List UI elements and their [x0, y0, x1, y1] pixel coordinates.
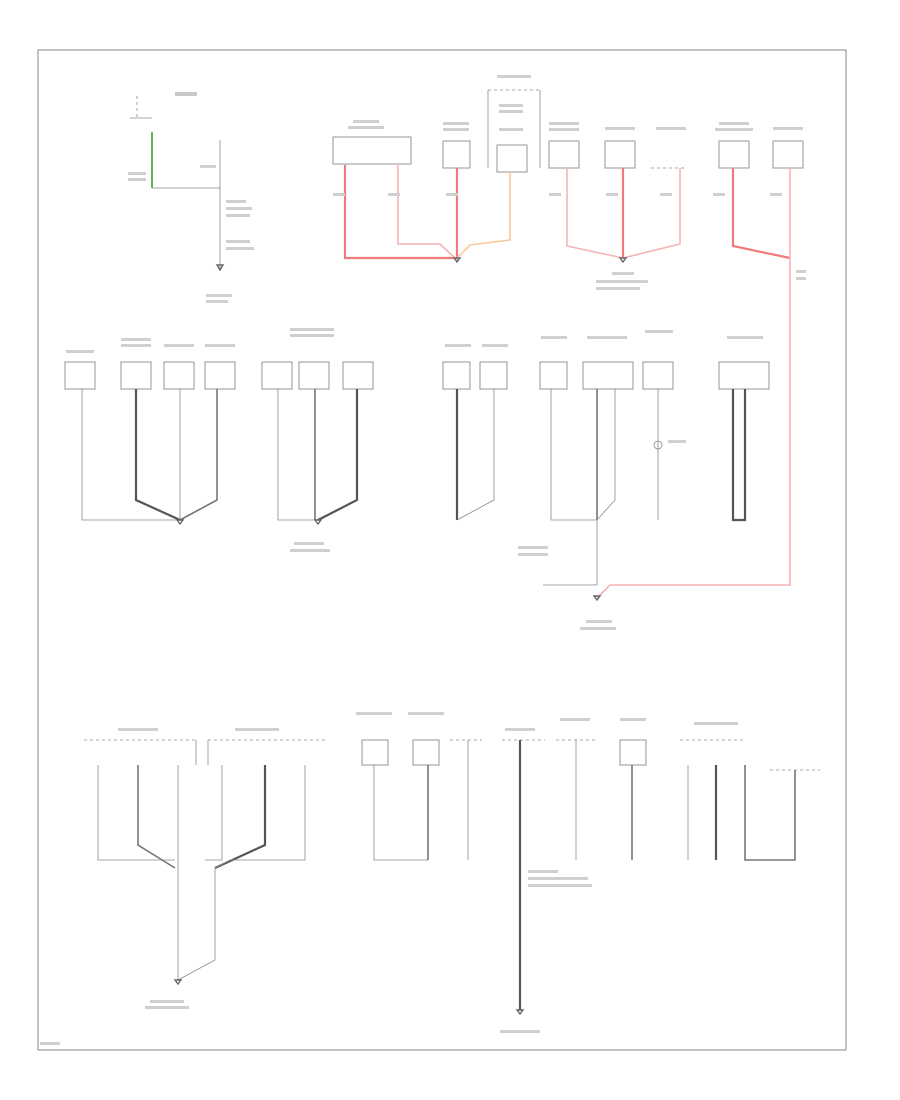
middle-center-left-section	[261, 328, 374, 552]
component-box	[332, 136, 412, 165]
middle-left-section	[64, 338, 236, 526]
top-right-section	[332, 75, 806, 290]
diagram-border	[37, 49, 847, 1051]
component-box	[442, 140, 471, 169]
component-box	[718, 140, 750, 169]
bottom-right-section	[356, 712, 820, 1033]
bottom-left-section	[84, 728, 325, 1009]
component-box	[772, 140, 804, 169]
top-left-section	[128, 92, 254, 303]
component-box	[548, 140, 580, 169]
footer-code	[40, 1042, 60, 1045]
component-box	[604, 140, 636, 169]
pink-ground-wire	[596, 258, 791, 599]
middle-right-section	[442, 330, 770, 630]
component-box	[496, 144, 528, 173]
